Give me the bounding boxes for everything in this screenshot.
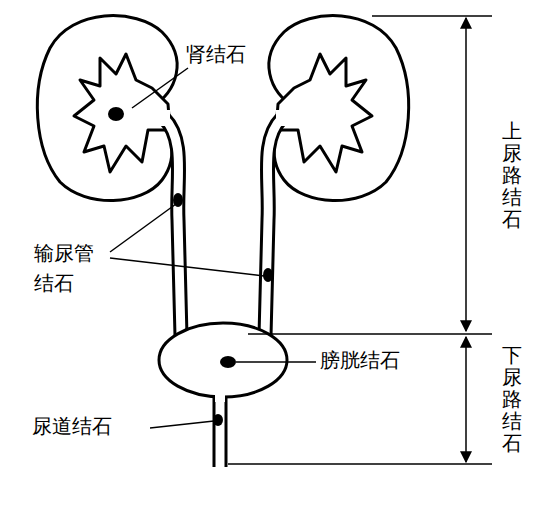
ureter-stone-label: 输尿管 结石 bbox=[34, 238, 96, 298]
leader-lines bbox=[110, 68, 316, 428]
bladder-stone-label: 膀胱结石 bbox=[320, 348, 400, 372]
urethra bbox=[213, 388, 228, 467]
stones bbox=[108, 107, 273, 426]
upper-tract-label: 上尿路结石 bbox=[502, 120, 522, 230]
range-brackets bbox=[228, 16, 492, 464]
urethra-stone-label: 尿道结石 bbox=[32, 414, 112, 438]
kidney-stone-label: 肾结石 bbox=[186, 42, 246, 66]
right-kidney bbox=[265, 16, 409, 336]
lower-tract-label: 下尿路结石 bbox=[502, 344, 522, 454]
